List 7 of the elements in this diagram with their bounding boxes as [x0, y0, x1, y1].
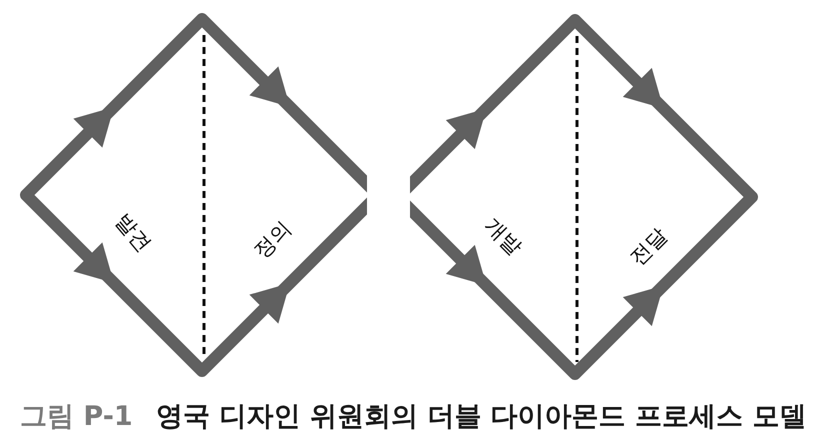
phase-label: 정의 — [250, 218, 296, 262]
diamond-outline — [410, 12, 760, 382]
figure-caption: 그림 P-1 영국 디자인 위원회의 더블 다이아몬드 프로세스 모델 — [20, 401, 807, 434]
phase-label: 개발 — [480, 214, 526, 260]
diamond-outline — [18, 11, 367, 379]
phase-label: 전달 — [626, 224, 672, 270]
phase-label: 발견 — [111, 210, 155, 256]
